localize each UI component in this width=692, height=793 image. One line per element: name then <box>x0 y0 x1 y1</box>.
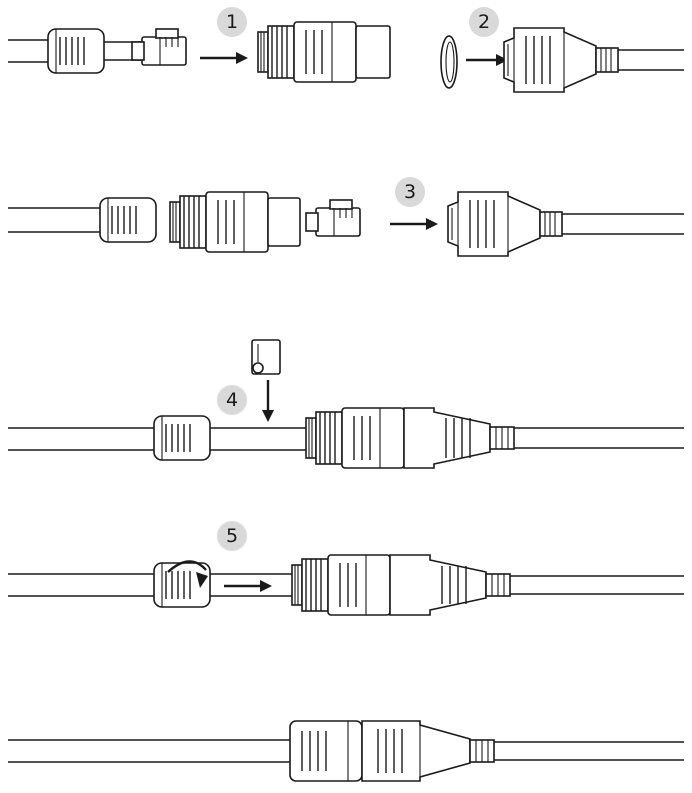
camera-socket <box>503 27 619 93</box>
step-badge-4: 4 <box>217 385 247 415</box>
claw-gland <box>291 554 391 616</box>
row-2: 3 <box>8 177 684 257</box>
step-badge-5: 5 <box>217 521 247 551</box>
svg-text:3: 3 <box>404 181 416 203</box>
nut-part <box>47 28 105 74</box>
socket-body <box>403 407 491 469</box>
step-badge-2: 2 <box>469 7 499 37</box>
svg-text:4: 4 <box>226 389 238 411</box>
row-3: 4 <box>8 339 684 469</box>
svg-text:1: 1 <box>226 11 238 33</box>
rj45-plug <box>305 199 361 237</box>
assembled-connector <box>289 720 495 782</box>
arrow-right <box>466 54 508 66</box>
nut-part <box>153 415 211 461</box>
nut-part <box>99 197 157 243</box>
arrow-right <box>200 52 248 64</box>
arrow-down <box>262 380 274 422</box>
row-1: 1 2 <box>8 7 684 93</box>
claw-gland <box>257 21 357 83</box>
svg-text:2: 2 <box>478 11 490 33</box>
claw-gland <box>169 191 269 253</box>
camera-socket <box>447 191 563 257</box>
sleeve-part <box>267 197 301 247</box>
claw-gland <box>305 407 405 469</box>
rotate-arrow <box>167 560 208 588</box>
row-4: 5 <box>8 521 684 616</box>
step-badge-1: 1 <box>217 7 247 37</box>
sleeve-part <box>355 25 391 79</box>
svg-text:5: 5 <box>226 525 238 547</box>
step-badge-3: 3 <box>395 177 425 207</box>
socket-body <box>389 554 487 616</box>
row-5 <box>8 720 684 782</box>
arrow-right <box>224 580 272 592</box>
cable-tag <box>251 339 281 375</box>
arrow-right <box>390 218 438 230</box>
seal-ring <box>440 35 458 89</box>
rj45-plug <box>131 28 187 66</box>
